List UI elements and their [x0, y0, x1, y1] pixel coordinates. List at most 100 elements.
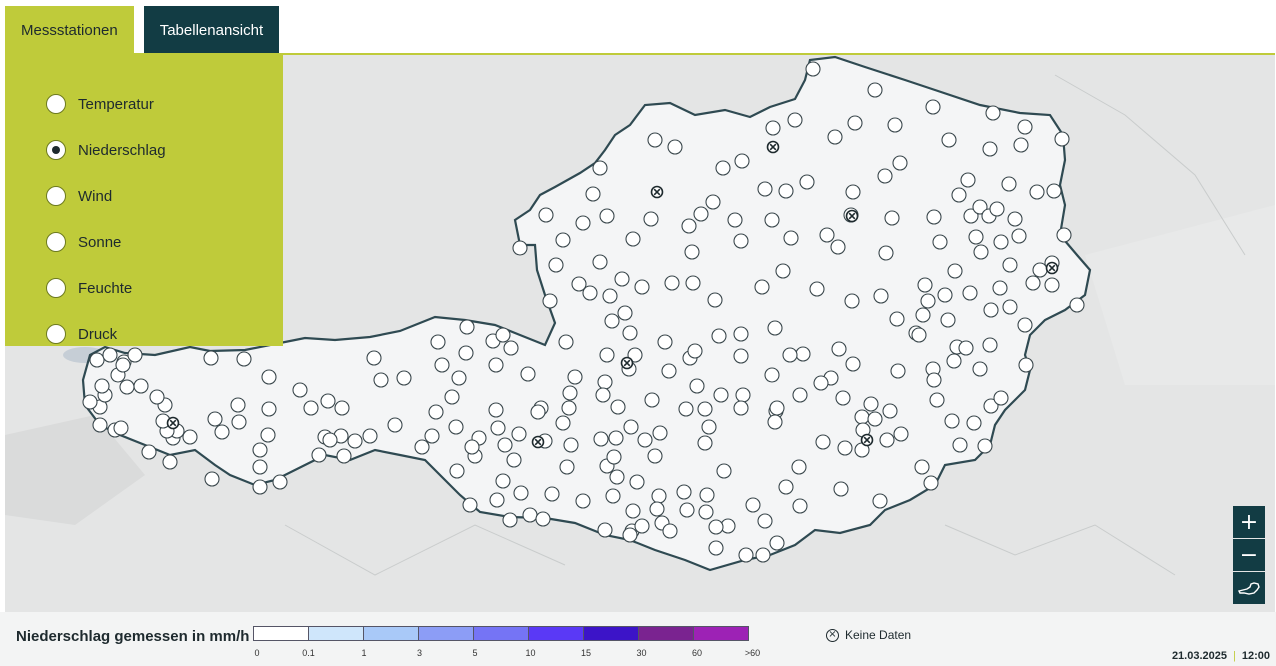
station-marker[interactable] [755, 547, 771, 563]
map-canvas[interactable] [5, 55, 1275, 612]
station-marker[interactable] [735, 387, 751, 403]
station-marker[interactable] [204, 471, 220, 487]
station-marker[interactable] [815, 434, 831, 450]
station-marker[interactable] [544, 486, 560, 502]
station-marker[interactable] [882, 403, 898, 419]
station-marker[interactable] [923, 475, 939, 491]
station-marker[interactable] [414, 439, 430, 455]
station-marker[interactable] [1007, 211, 1023, 227]
station-marker[interactable] [778, 479, 794, 495]
station-marker[interactable] [625, 231, 641, 247]
station-marker[interactable] [231, 414, 247, 430]
station-marker[interactable] [778, 183, 794, 199]
station-marker[interactable] [685, 275, 701, 291]
station-marker[interactable] [867, 82, 883, 98]
station-marker[interactable] [827, 129, 843, 145]
station-marker[interactable] [890, 363, 906, 379]
station-marker[interactable] [715, 160, 731, 176]
station-marker[interactable] [982, 141, 998, 157]
station-marker[interactable] [977, 438, 993, 454]
radio-niederschlag[interactable]: Niederschlag [5, 127, 283, 173]
station-marker[interactable] [830, 239, 846, 255]
station-marker[interactable] [207, 411, 223, 427]
station-marker[interactable] [1001, 176, 1017, 192]
station-marker[interactable] [430, 334, 446, 350]
station-marker[interactable] [575, 215, 591, 231]
station-marker[interactable] [985, 105, 1001, 121]
station-marker[interactable] [929, 392, 945, 408]
station-marker[interactable] [1011, 228, 1027, 244]
station-marker[interactable] [877, 168, 893, 184]
station-marker[interactable] [609, 469, 625, 485]
station-marker[interactable] [428, 404, 444, 420]
station-marker[interactable] [764, 212, 780, 228]
station-marker[interactable] [230, 397, 246, 413]
station-marker[interactable] [522, 507, 538, 523]
station-marker[interactable] [506, 452, 522, 468]
station-marker[interactable] [713, 387, 729, 403]
station-marker[interactable] [678, 401, 694, 417]
station-marker[interactable] [972, 199, 988, 215]
station-marker[interactable] [889, 311, 905, 327]
station-marker[interactable] [92, 417, 108, 433]
station-marker[interactable] [920, 293, 936, 309]
station-marker[interactable] [925, 99, 941, 115]
station-marker[interactable] [792, 387, 808, 403]
station-marker[interactable] [434, 357, 450, 373]
station-marker[interactable] [676, 484, 692, 500]
station-marker[interactable] [711, 328, 727, 344]
station-marker[interactable] [952, 437, 968, 453]
station-marker[interactable] [767, 414, 783, 430]
station-marker[interactable] [119, 379, 135, 395]
station-marker[interactable] [558, 334, 574, 350]
station-marker[interactable] [336, 448, 352, 464]
station-marker[interactable] [451, 370, 467, 386]
station-marker[interactable] [133, 378, 149, 394]
station-marker[interactable] [782, 347, 798, 363]
station-marker[interactable] [182, 429, 198, 445]
radio-sonne[interactable]: Sonne [5, 219, 283, 265]
station-marker[interactable] [82, 394, 98, 410]
radio-wind[interactable]: Wind [5, 173, 283, 219]
station-marker[interactable] [693, 206, 709, 222]
station-marker[interactable] [1017, 119, 1033, 135]
station-marker[interactable] [637, 432, 653, 448]
station-marker[interactable] [561, 400, 577, 416]
station-marker[interactable] [734, 153, 750, 169]
station-marker[interactable] [972, 361, 988, 377]
station-marker[interactable] [272, 474, 288, 490]
station-marker[interactable] [754, 279, 770, 295]
station-marker[interactable] [757, 513, 773, 529]
station-marker[interactable] [738, 547, 754, 563]
station-marker[interactable] [497, 437, 513, 453]
station-marker[interactable] [252, 479, 268, 495]
station-marker[interactable] [917, 277, 933, 293]
station-marker[interactable] [334, 400, 350, 416]
station-marker[interactable] [555, 415, 571, 431]
station-marker[interactable] [1002, 299, 1018, 315]
station-marker[interactable] [593, 431, 609, 447]
station-marker[interactable] [366, 350, 382, 366]
station-marker[interactable] [847, 115, 863, 131]
station-marker[interactable] [698, 504, 714, 520]
station-marker[interactable] [799, 174, 815, 190]
station-marker[interactable] [1032, 262, 1048, 278]
station-marker[interactable] [89, 352, 105, 368]
station-marker[interactable] [629, 474, 645, 490]
station-marker[interactable] [727, 212, 743, 228]
station-marker[interactable] [503, 340, 519, 356]
station-marker[interactable] [701, 419, 717, 435]
station-marker[interactable] [787, 112, 803, 128]
station-marker[interactable] [1044, 277, 1060, 293]
station-marker[interactable] [983, 398, 999, 414]
station-marker[interactable] [604, 313, 620, 329]
station-marker[interactable] [982, 337, 998, 353]
station-marker[interactable] [769, 535, 785, 551]
station-marker[interactable] [1013, 137, 1029, 153]
station-marker[interactable] [963, 208, 979, 224]
reset-view-button[interactable] [1233, 572, 1265, 604]
station-no-data-marker[interactable] [860, 433, 874, 447]
station-marker[interactable] [764, 367, 780, 383]
station-marker[interactable] [647, 448, 663, 464]
station-marker[interactable] [495, 473, 511, 489]
